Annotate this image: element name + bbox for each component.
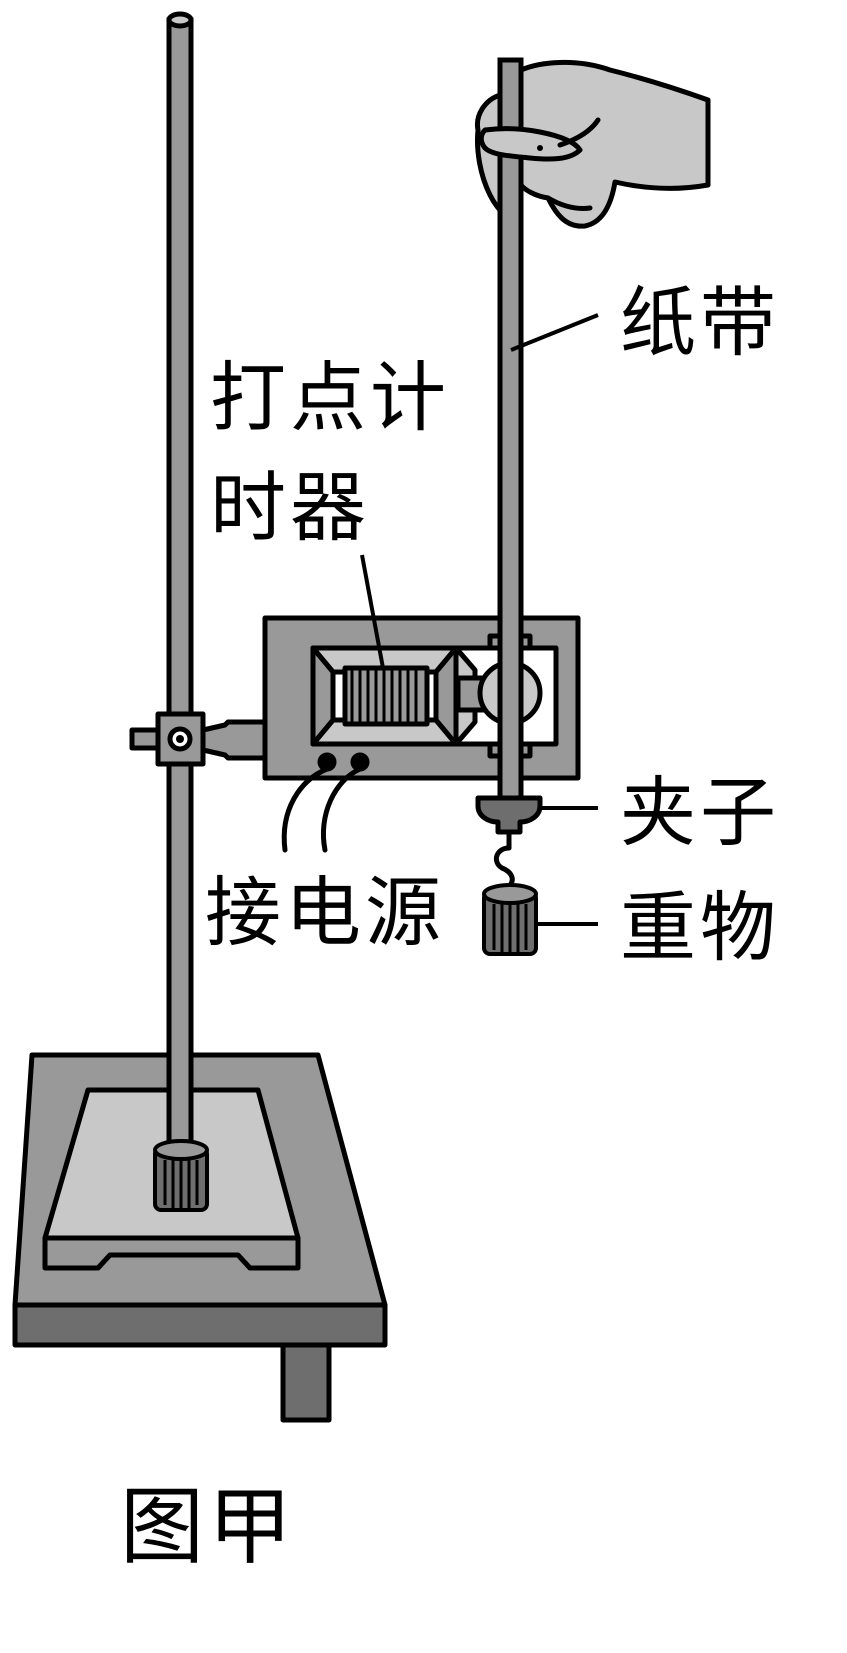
leader-lines [360,313,599,926]
weight [482,883,538,956]
label-timer-line1: 打点计 [210,353,450,442]
label-weight: 重物 [620,883,780,972]
label-clip: 夹子 [620,768,780,857]
power-wires [281,766,363,853]
figure-caption: 图甲 [120,1478,297,1576]
hand [474,60,711,229]
stand-rod-body [166,17,194,1163]
table-edge [12,1302,388,1348]
stand-rod [166,11,194,1163]
leader-timer [360,554,385,669]
hook [493,829,515,891]
leader-tape [510,313,599,352]
timer-body [262,615,581,781]
base-knob [153,1139,209,1212]
base-knob-top [153,1139,209,1161]
weight-top [482,883,538,905]
stand-rod-top [166,11,194,29]
table-leg [280,1342,332,1423]
label-timer-line2: 时器 [210,463,370,552]
thumb [478,126,583,162]
clip-body [475,795,543,835]
paper-tape-strip [497,57,524,803]
paper-tape [497,57,524,803]
clip [475,795,543,835]
timer-frame-left [310,645,336,747]
label-paper-tape: 纸带 [620,278,780,367]
base-plate-front [42,1235,301,1271]
label-power: 接电源 [205,868,445,957]
